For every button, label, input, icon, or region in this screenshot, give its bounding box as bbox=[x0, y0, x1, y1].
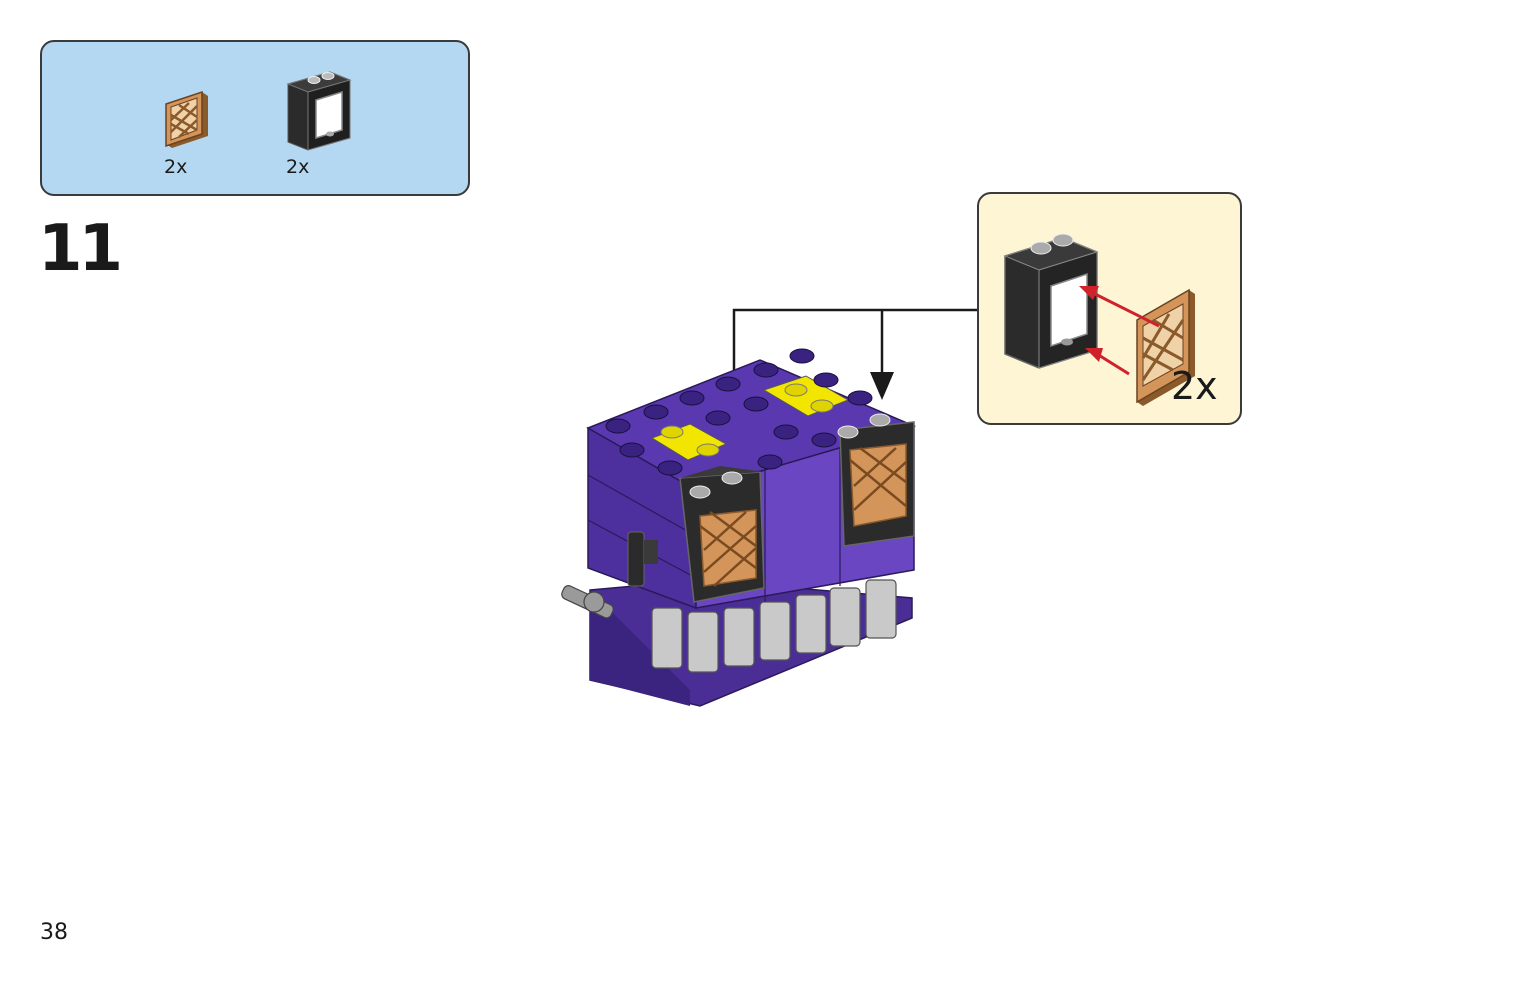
part-count-frame: 2x bbox=[286, 156, 310, 178]
sub-assembly-callout: 2x bbox=[977, 192, 1242, 425]
model-assembly-illustration bbox=[561, 348, 917, 707]
lattice-window-pane-icon bbox=[165, 90, 208, 148]
part-count-lattice: 2x bbox=[164, 156, 188, 178]
callout-quantity: 2x bbox=[1171, 364, 1218, 408]
parts-list-box: 2x 2x bbox=[40, 40, 470, 196]
step-number: 11 bbox=[38, 212, 123, 286]
window-frame-icon bbox=[286, 71, 352, 151]
callout-assembly-illustration bbox=[1003, 233, 1195, 406]
page-number: 38 bbox=[40, 920, 68, 945]
